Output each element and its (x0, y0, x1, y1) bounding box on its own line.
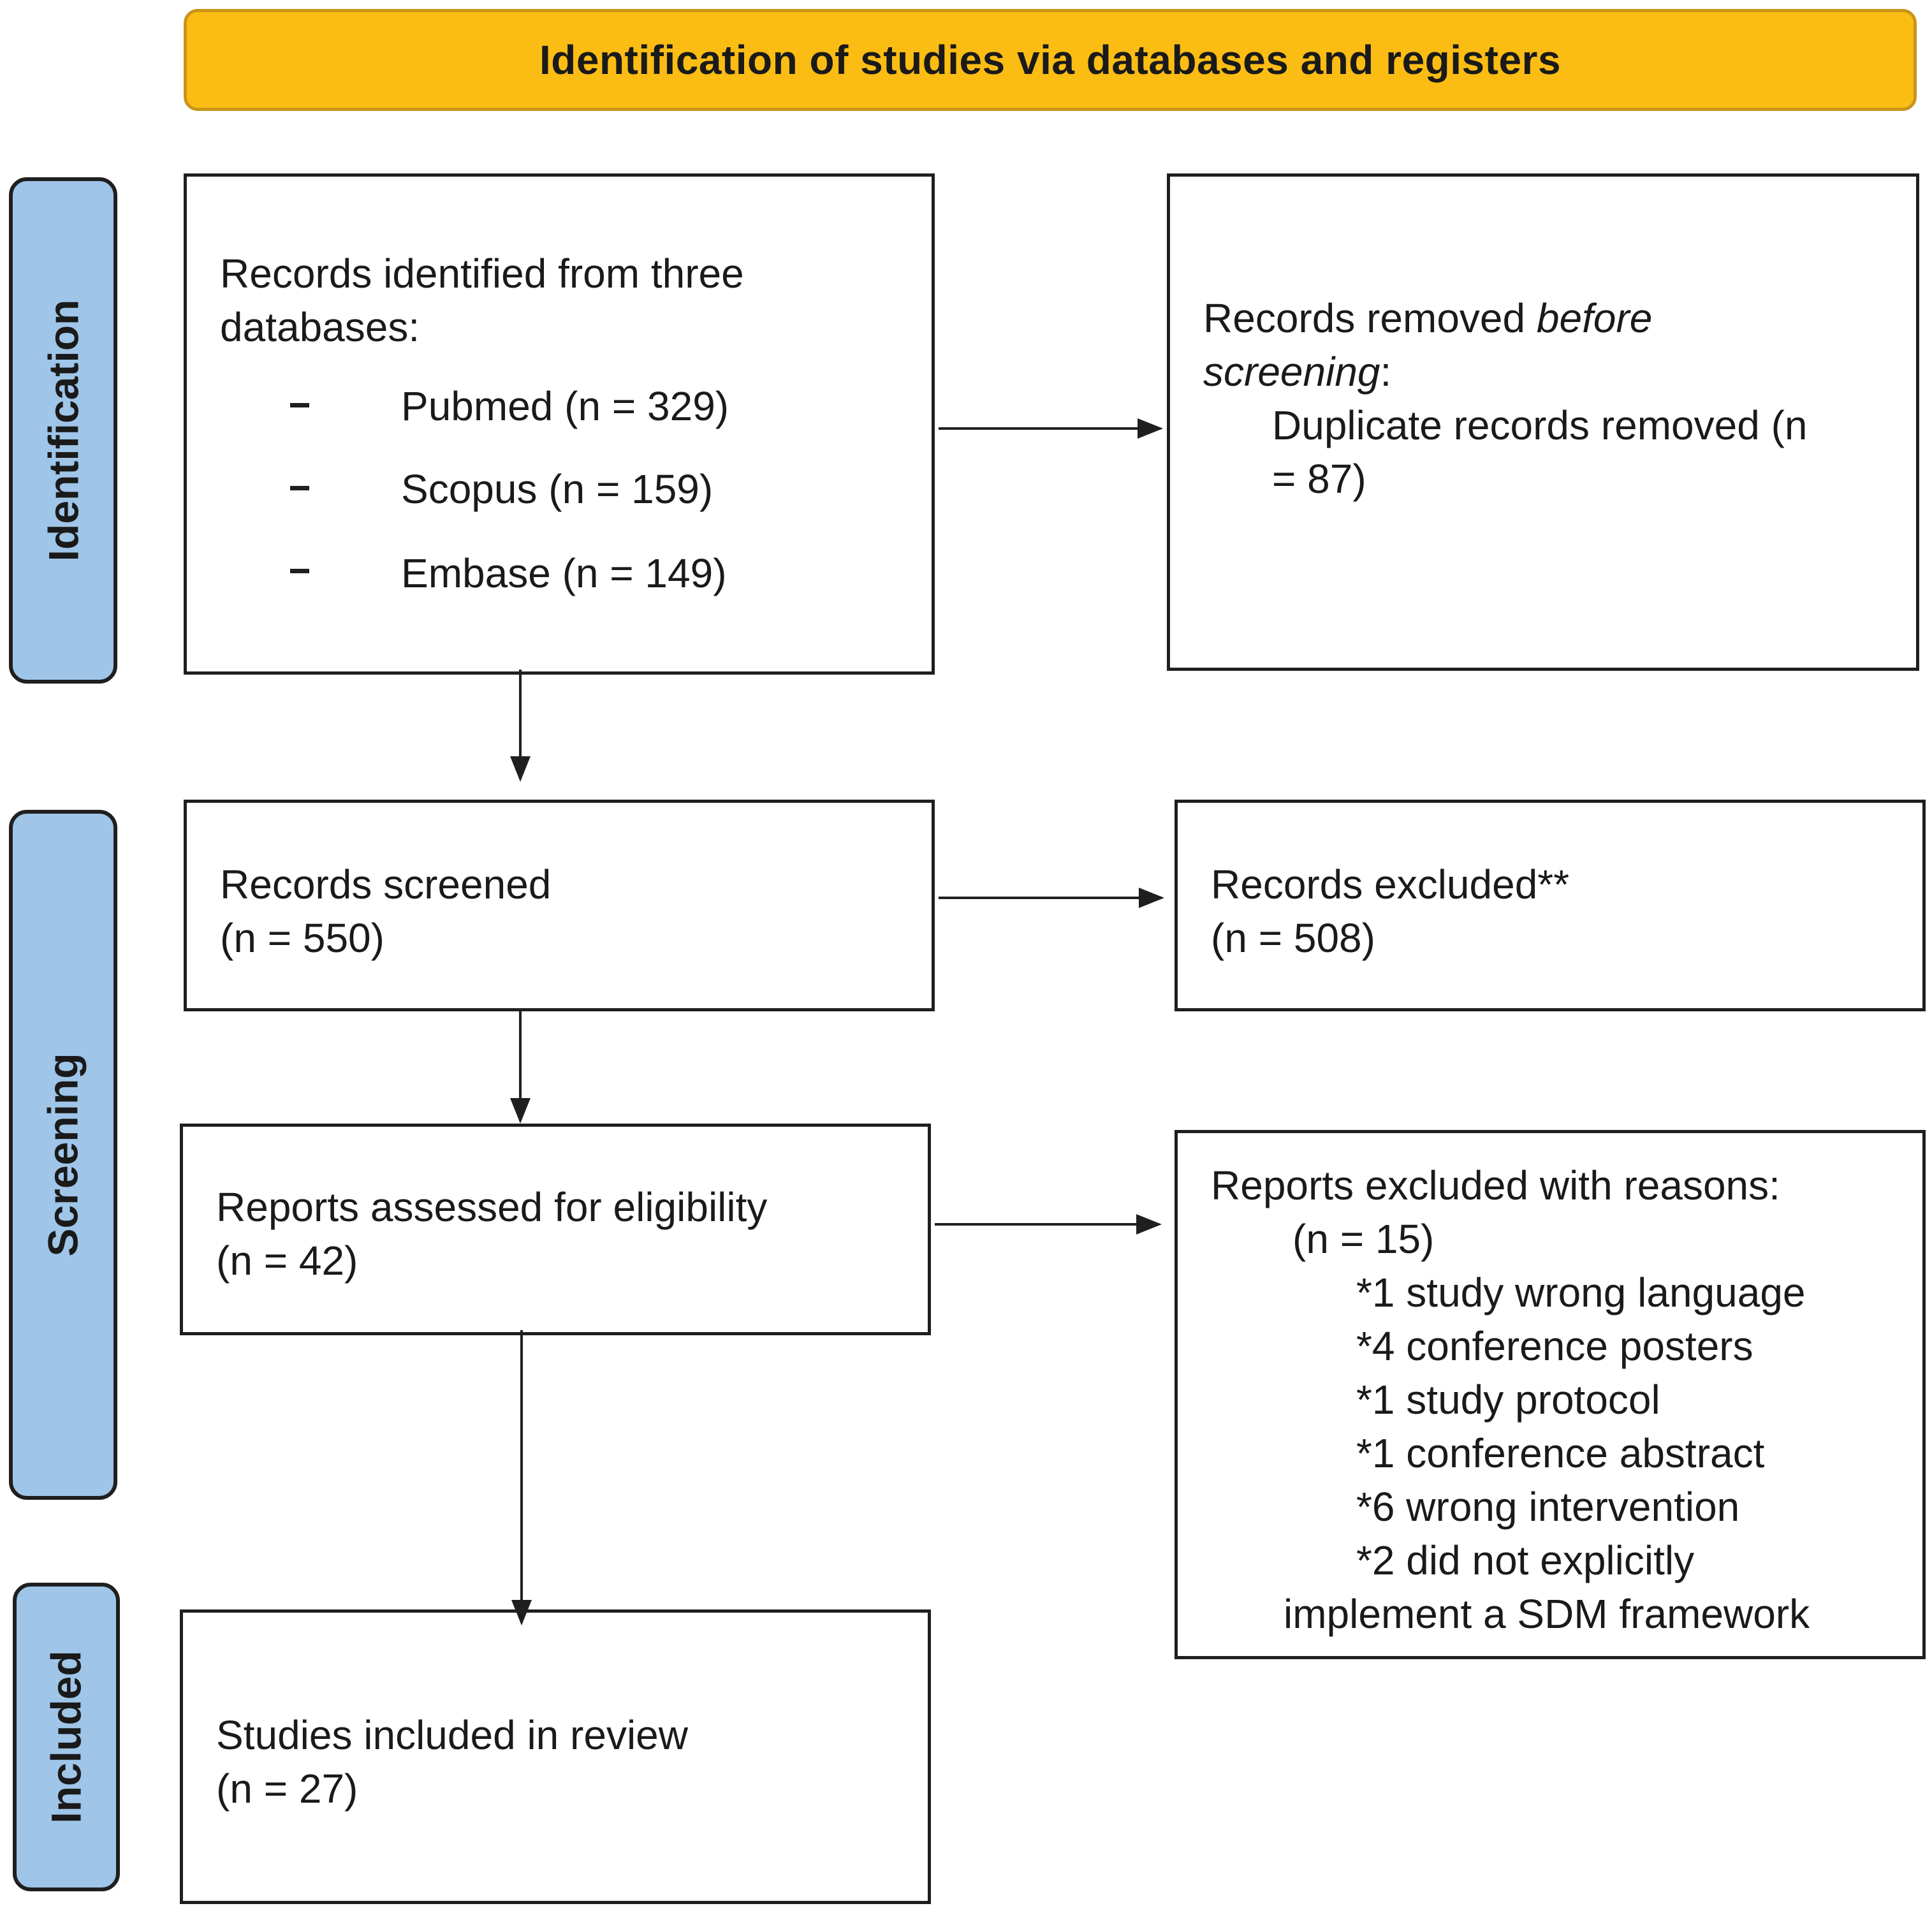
source-pubmed: Pubmed (n = 329) (401, 383, 729, 429)
exclusion-reason: *1 study protocol (1356, 1377, 1660, 1423)
reports-assessed-box: Reports assessed for eligibility (n = 42… (180, 1124, 931, 1335)
records-removed-box: Records removed before screening: Duplic… (1167, 173, 1919, 671)
reports-excluded-box: Reports excluded with reasons: (n = 15) … (1175, 1130, 1926, 1659)
records-removed-before: before (1536, 295, 1653, 341)
reports-excluded-count: (n = 15) (1292, 1216, 1435, 1262)
records-excluded-box: Records excluded** (n = 508) (1175, 800, 1926, 1011)
phase-identification: Identification (9, 177, 117, 684)
exclusion-reason: *4 conference posters (1356, 1323, 1753, 1369)
records-removed-colon: : (1380, 349, 1392, 395)
bullet-dash-icon (290, 569, 309, 573)
duplicates-removed-line-1: Duplicate records removed (n (1272, 402, 1808, 448)
source-scopus: Scopus (n = 159) (401, 466, 714, 512)
source-embase: Embase (n = 149) (401, 550, 727, 596)
exclusion-reason: *2 did not explicitly (1356, 1537, 1695, 1583)
duplicates-removed-line-2: = 87) (1272, 456, 1366, 502)
records-removed-screening: screening (1203, 349, 1380, 395)
studies-included-label: Studies included in review (216, 1712, 688, 1758)
records-removed-text: Records removed (1203, 295, 1537, 341)
reports-excluded-label: Reports excluded with reasons: (1211, 1162, 1780, 1208)
reports-assessed-label: Reports assessed for eligibility (216, 1184, 768, 1230)
records-screened-label: Records screened (220, 861, 552, 907)
exclusion-reason: *1 study wrong language (1356, 1270, 1806, 1316)
studies-included-count: (n = 27) (216, 1766, 358, 1812)
records-excluded-label: Records excluded** (1211, 861, 1570, 907)
bullet-dash-icon (290, 403, 309, 407)
records-screened-count: (n = 550) (220, 915, 384, 961)
header-banner: Identification of studies via databases … (184, 9, 1917, 111)
records-excluded-count: (n = 508) (1211, 915, 1375, 961)
reports-assessed-count: (n = 42) (216, 1238, 358, 1284)
records-identified-heading-2: databases: (220, 304, 420, 350)
records-identified-heading-1: Records identified from three (220, 251, 744, 297)
bullet-dash-icon (290, 486, 309, 490)
exclusion-reason-continuation: implement a SDM framework (1284, 1591, 1810, 1637)
exclusion-reason: *1 conference abstract (1356, 1430, 1765, 1476)
records-identified-box: Records identified from three databases:… (184, 173, 935, 675)
phase-screening: Screening (9, 810, 117, 1500)
phase-included: Included (13, 1583, 120, 1891)
exclusion-reason: *6 wrong intervention (1356, 1484, 1740, 1530)
records-removed-line-2: screening: (1203, 345, 1391, 399)
header-title: Identification of studies via databases … (539, 37, 1562, 83)
records-removed-line-1: Records removed before (1203, 291, 1652, 345)
studies-included-box: Studies included in review (n = 27) (180, 1609, 931, 1904)
records-screened-box: Records screened (n = 550) (184, 800, 935, 1011)
